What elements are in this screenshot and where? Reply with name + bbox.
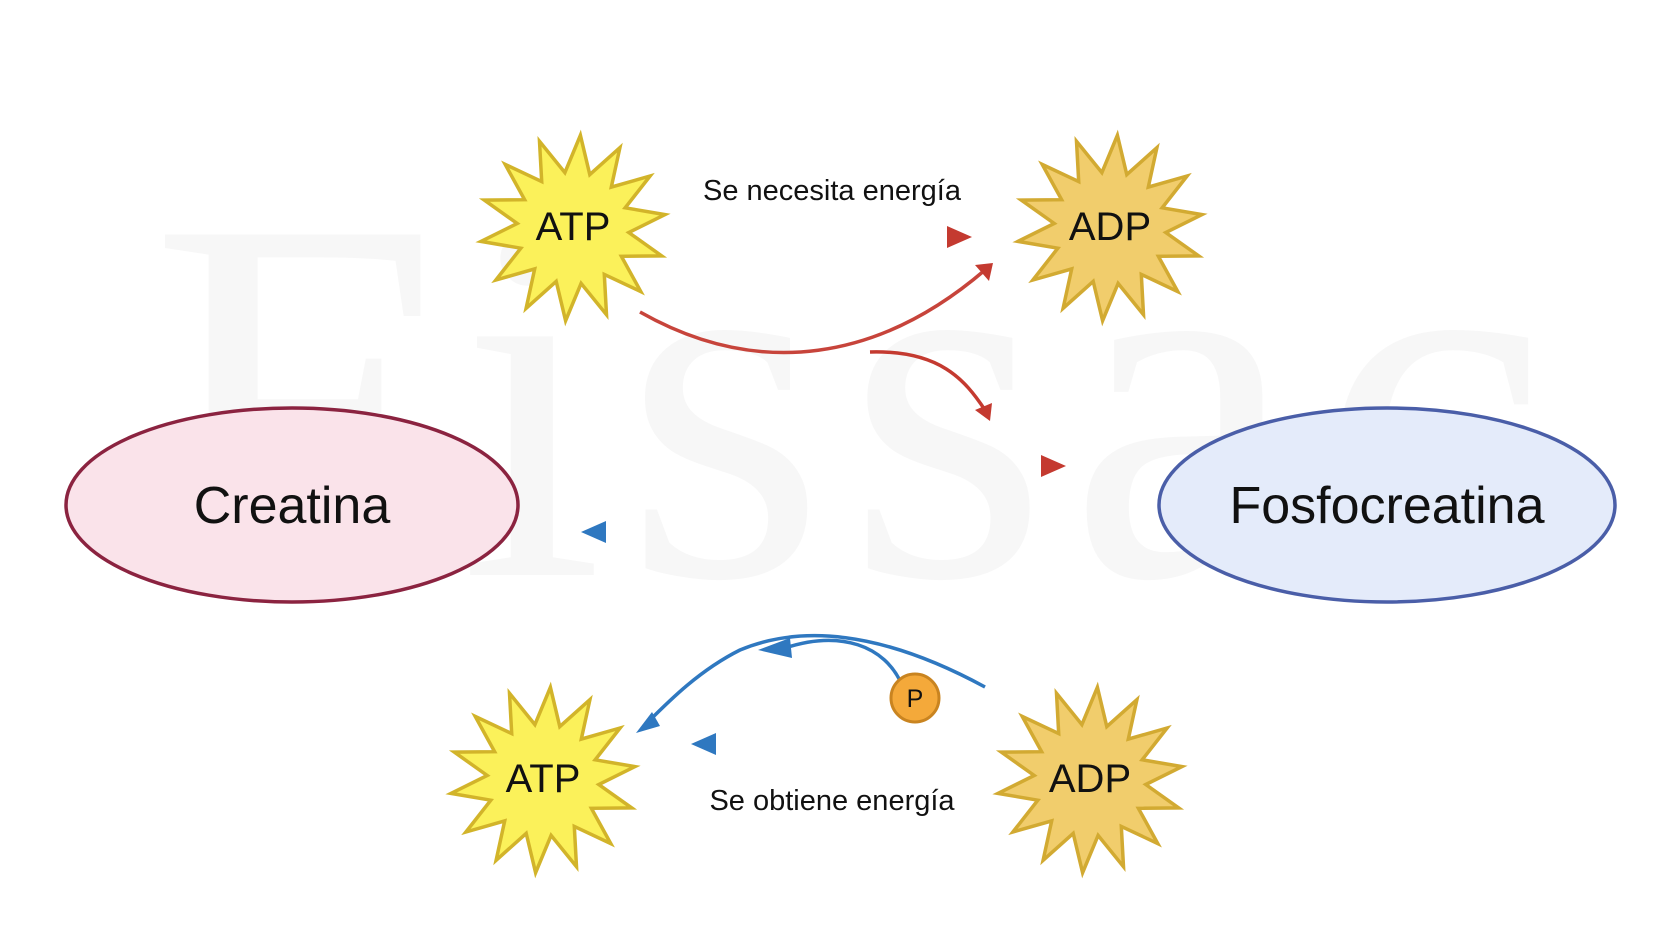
adp-star-bottom-shape	[992, 681, 1188, 879]
atp-star-bottom-label: ATP	[506, 757, 581, 801]
phosphate-badge: P	[889, 672, 941, 724]
creatina-label: Creatina	[194, 477, 391, 535]
atp-star-bottom: ATP	[445, 681, 641, 879]
phosphate-circle	[889, 672, 941, 724]
arrow-adp-to-atp-bottom-head	[691, 733, 716, 755]
curved-arrow-atp-to-adp	[639, 268, 987, 355]
adp-star-bottom-label: ADP	[1049, 757, 1131, 801]
fosfocreatina-label: Fosfocreatina	[1229, 477, 1544, 535]
phosphate-label: P	[907, 685, 924, 713]
curved-arrow-adp-to-atp-head	[636, 712, 660, 733]
curved-arrow-atp-to-adp-head	[975, 263, 993, 281]
curved-arrow-phosphate-head	[758, 638, 792, 658]
atp-star-top: ATP	[475, 129, 671, 327]
arrow-fosfocreatina-to-creatina-head	[581, 521, 606, 543]
adp-star-bottom: ADP	[992, 681, 1188, 879]
caption-energy-needed: Se necesita energía	[703, 175, 962, 207]
curved-arrow-branch-to-fosfocreatina	[869, 350, 987, 411]
curved-arrow-branch-head	[975, 403, 992, 421]
creatina-ellipse	[64, 406, 520, 604]
fosfocreatina-node: Fosfocreatina	[1157, 406, 1617, 604]
arrow-creatina-to-fosfocreatina-head	[1041, 455, 1066, 477]
arrow-atp-to-adp-top-head	[947, 226, 972, 248]
curved-arrow-phosphate	[784, 638, 904, 686]
atp-star-top-label: ATP	[536, 205, 611, 249]
adp-star-top-shape	[1012, 129, 1208, 327]
adp-star-top: ADP	[1012, 129, 1208, 327]
atp-star-top-shape	[475, 129, 671, 327]
curved-arrow-adp-to-atp	[646, 633, 986, 724]
caption-energy-obtained: Se obtiene energía	[709, 785, 955, 817]
fosfocreatina-ellipse	[1157, 406, 1617, 604]
creatina-node: Creatina	[64, 406, 520, 604]
atp-star-bottom-shape	[445, 681, 641, 879]
adp-star-top-label: ADP	[1069, 205, 1151, 249]
